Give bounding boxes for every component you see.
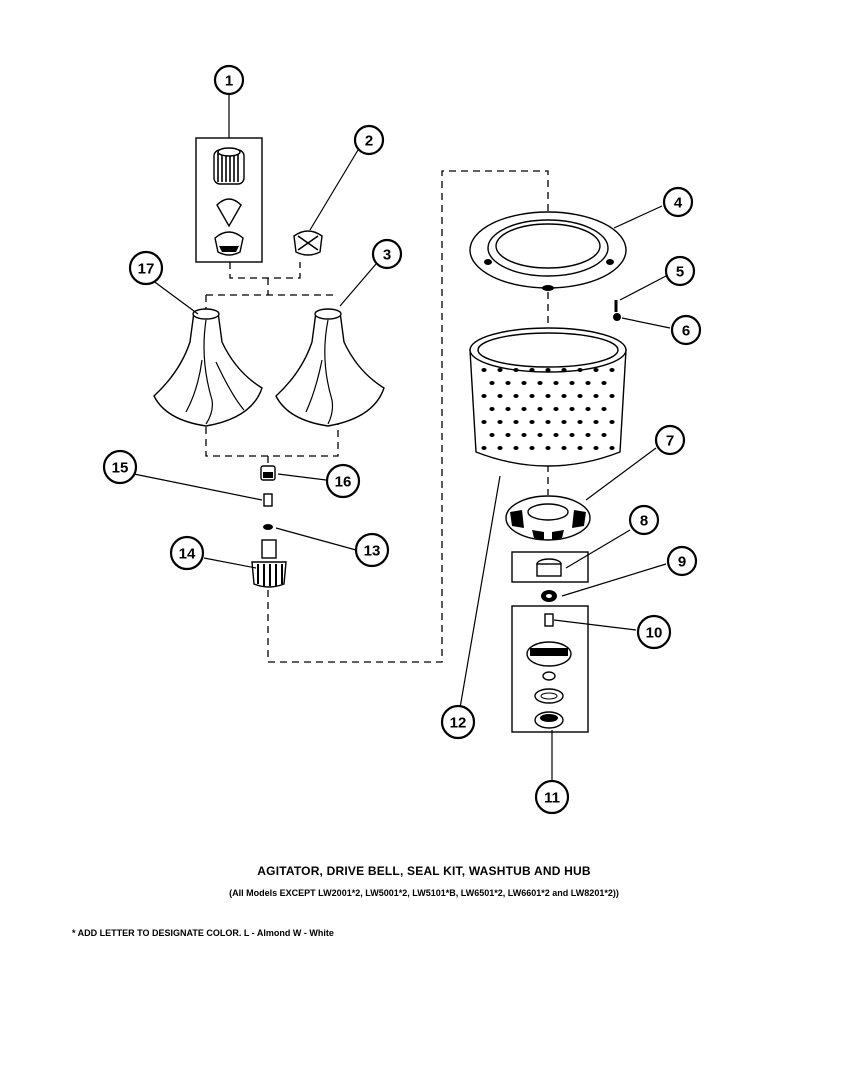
agitator-bell-left <box>153 308 263 427</box>
callout-16: 16 <box>325 463 361 499</box>
callout-15: 15 <box>102 449 138 485</box>
svg-text:5: 5 <box>676 264 684 281</box>
svg-text:1: 1 <box>225 73 233 90</box>
svg-text:15: 15 <box>112 460 129 477</box>
svg-text:11: 11 <box>544 790 560 807</box>
tub-hub <box>505 495 591 541</box>
diagram-subtitle: (All Models EXCEPT LW2001*2, LW5001*2, L… <box>229 888 619 898</box>
callout-2: 2 <box>353 124 385 156</box>
svg-text:2: 2 <box>365 133 373 150</box>
callout-4: 4 <box>662 186 694 218</box>
svg-text:7: 7 <box>666 433 674 450</box>
svg-text:12: 12 <box>450 715 467 732</box>
callout-13: 13 <box>354 532 390 568</box>
svg-text:10: 10 <box>646 625 663 642</box>
agitator-fasteners <box>260 465 276 530</box>
agitator-cap-kit <box>195 137 263 263</box>
callout-8: 8 <box>628 504 660 536</box>
svg-text:4: 4 <box>674 195 683 212</box>
callout-7: 7 <box>654 424 686 456</box>
callout-6: 6 <box>670 314 702 346</box>
svg-text:16: 16 <box>335 474 352 491</box>
tub-bolt <box>613 300 621 321</box>
callout-17: 17 <box>128 250 164 286</box>
callout-14: 14 <box>169 535 205 571</box>
agitator-small-cap <box>293 230 323 256</box>
callout-11: 11 <box>534 779 570 815</box>
callout-10: 10 <box>636 614 672 650</box>
svg-text:13: 13 <box>364 543 381 560</box>
washtub <box>469 327 627 467</box>
callout-1: 1 <box>213 64 245 96</box>
hub-kit-box <box>511 605 589 733</box>
svg-text:9: 9 <box>678 554 686 571</box>
drive-block <box>251 539 287 588</box>
svg-text:14: 14 <box>179 546 196 563</box>
svg-text:17: 17 <box>138 261 155 278</box>
callout-9: 9 <box>666 545 698 577</box>
svg-text:8: 8 <box>640 513 648 530</box>
callout-3: 3 <box>371 238 403 270</box>
callout-5: 5 <box>664 255 696 287</box>
callout-12: 12 <box>440 704 476 740</box>
leader-lines <box>133 94 671 780</box>
tub-ring <box>469 211 627 291</box>
diagram-title: AGITATOR, DRIVE BELL, SEAL KIT, WASHTUB … <box>257 864 591 878</box>
agitator-bell-right <box>275 308 385 427</box>
svg-text:3: 3 <box>383 247 391 264</box>
color-note: * ADD LETTER TO DESIGNATE COLOR. L - Alm… <box>72 928 334 938</box>
svg-text:6: 6 <box>682 323 690 340</box>
seal-kit-box <box>511 551 589 602</box>
